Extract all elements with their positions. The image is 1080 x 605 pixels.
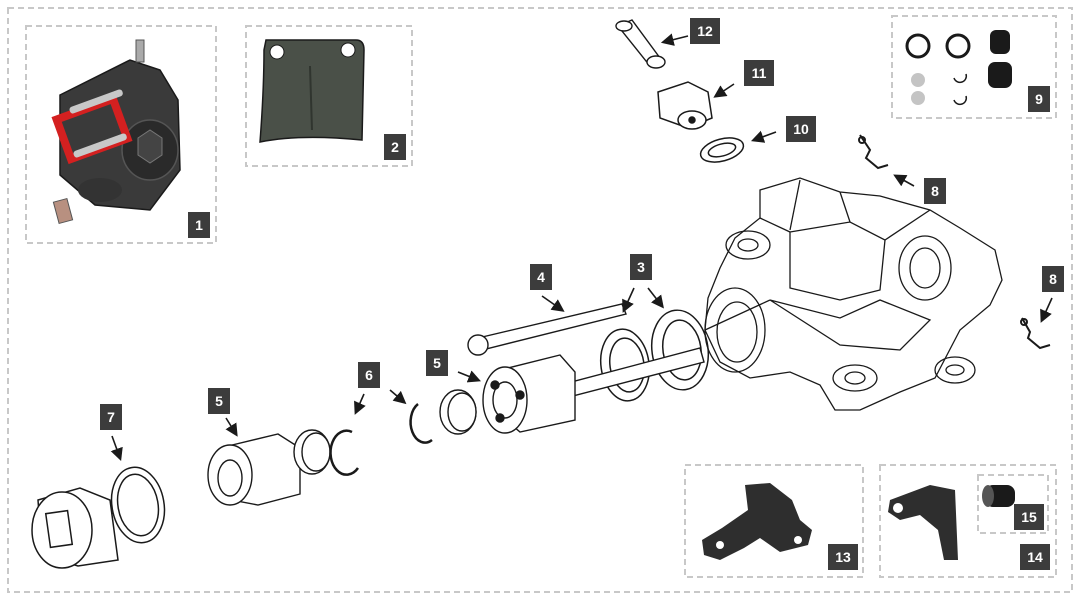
callout-label-6[interactable]: 6 — [358, 362, 380, 388]
arrow-4 — [541, 295, 565, 312]
retaining-clip-right[interactable] — [1020, 317, 1051, 350]
outer-frame — [7, 7, 1073, 593]
callout-label-10[interactable]: 10 — [786, 116, 816, 142]
callout-label-8-right[interactable]: 8 — [1042, 266, 1064, 292]
retaining-clip-top[interactable] — [858, 134, 889, 170]
callout-label-9[interactable]: 9 — [1028, 86, 1050, 112]
seal-kit[interactable] — [905, 30, 1012, 106]
bleed-nut[interactable] — [657, 81, 713, 130]
callout-label-7[interactable]: 7 — [100, 404, 122, 430]
arrow-8-top — [893, 174, 915, 187]
bleed-valve[interactable] — [615, 19, 666, 69]
arrow-7 — [110, 435, 123, 462]
inset-frame-pad — [245, 25, 413, 167]
callout-label-5-right[interactable]: 5 — [426, 350, 448, 376]
seal-ring[interactable] — [106, 463, 170, 547]
callout-label-8-top[interactable]: 8 — [924, 178, 946, 204]
caliper-adapter[interactable] — [888, 485, 958, 560]
assembled-caliper[interactable] — [51, 39, 181, 225]
arrow-3b — [647, 287, 664, 309]
callout-label-1[interactable]: 1 — [188, 212, 210, 238]
callout-arrows — [110, 33, 1053, 462]
arrow-8-right — [1040, 297, 1053, 323]
inset-frame-caliper — [25, 25, 217, 244]
callout-label-13[interactable]: 13 — [828, 544, 858, 570]
arrow-11 — [713, 83, 735, 98]
mounting-bracket[interactable] — [702, 483, 812, 560]
arrow-12 — [660, 33, 689, 46]
inset-frame-adapter — [879, 464, 1057, 578]
circlips[interactable] — [329, 403, 433, 476]
arrow-10 — [750, 130, 777, 143]
arrow-5-right — [457, 370, 481, 383]
callout-label-11[interactable]: 11 — [744, 60, 774, 86]
guide-pin[interactable] — [467, 303, 627, 356]
piston-assembly-right[interactable] — [482, 347, 705, 434]
piston-washer[interactable] — [293, 389, 477, 475]
inset-frame-bracket — [684, 464, 864, 578]
copper-washer[interactable] — [698, 134, 746, 167]
arrow-6a — [354, 393, 366, 415]
caliper-body[interactable] — [704, 177, 1003, 411]
brake-pad[interactable] — [259, 39, 365, 143]
arrow-3a — [622, 287, 635, 313]
arrow-6b — [389, 389, 407, 405]
callout-label-5-left[interactable]: 5 — [208, 388, 230, 414]
bushing[interactable] — [982, 485, 1015, 507]
callout-label-3[interactable]: 3 — [630, 254, 652, 280]
cylinder-cap[interactable] — [31, 487, 119, 569]
piston-left[interactable] — [207, 433, 301, 506]
callout-label-4[interactable]: 4 — [530, 264, 552, 290]
callout-label-12[interactable]: 12 — [690, 18, 720, 44]
arrow-5-left — [225, 417, 238, 437]
callout-label-15[interactable]: 15 — [1014, 504, 1044, 530]
callout-label-2[interactable]: 2 — [384, 134, 406, 160]
inset-frame-seal-kit — [891, 15, 1057, 119]
inset-frame-bushing — [977, 474, 1049, 534]
callout-label-14[interactable]: 14 — [1020, 544, 1050, 570]
